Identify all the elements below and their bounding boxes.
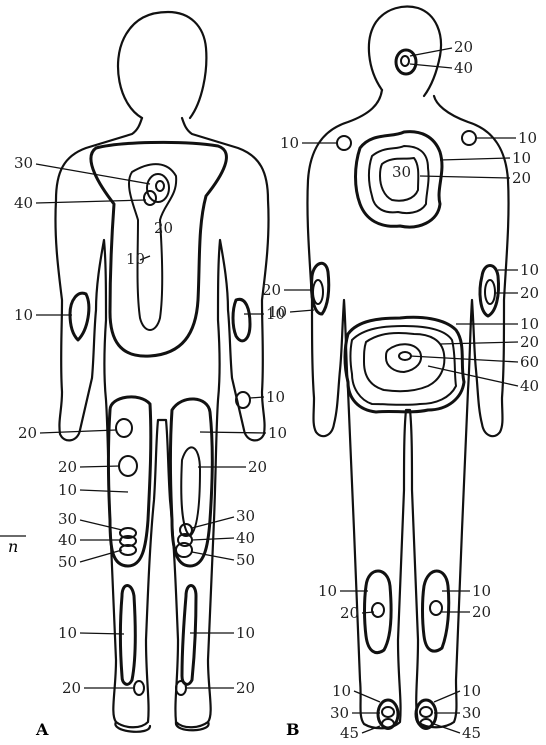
label-b-25: 45 xyxy=(462,724,481,742)
label-b-3: 10 xyxy=(280,134,299,152)
label-a-8: 20 xyxy=(18,424,37,442)
label-a-5: 10 xyxy=(14,306,33,324)
label-a-12: 10 xyxy=(58,481,77,499)
label-b-15: 40 xyxy=(520,377,539,395)
label-a-13: 30 xyxy=(58,510,77,528)
panel-label-a: A xyxy=(35,720,49,739)
label-b-7: 20 xyxy=(512,169,531,187)
label-b-9: 10 xyxy=(268,303,287,321)
label-a-4: 10 xyxy=(126,250,145,268)
label-a-10: 20 xyxy=(58,458,77,476)
label-a-21: 20 xyxy=(62,679,81,697)
label-b-19: 20 xyxy=(472,603,491,621)
label-a-2: 40 xyxy=(14,194,33,212)
label-b-2: 40 xyxy=(454,59,473,77)
label-a-7: 10 xyxy=(266,388,285,406)
label-b-22: 45 xyxy=(340,724,359,742)
label-b-21: 30 xyxy=(330,704,349,722)
label-b-6: 30 xyxy=(392,163,411,181)
label-b-17: 20 xyxy=(340,604,359,622)
label-b-4: 10 xyxy=(518,129,537,147)
label-b-20: 10 xyxy=(332,682,351,700)
label-b-13: 20 xyxy=(520,333,539,351)
panel-label-b: B xyxy=(286,720,300,739)
label-a-11: 20 xyxy=(248,458,267,476)
label-b-18: 10 xyxy=(472,582,491,600)
label-b-24: 30 xyxy=(462,704,481,722)
label-a-16: 30 xyxy=(236,507,255,525)
label-a-20: 10 xyxy=(236,624,255,642)
label-a-18: 50 xyxy=(236,551,255,569)
label-a-9: 10 xyxy=(268,424,287,442)
label-a-19: 10 xyxy=(58,624,77,642)
label-b-10: 10 xyxy=(520,261,539,279)
label-b-1: 20 xyxy=(454,38,473,56)
label-b-16: 10 xyxy=(318,582,337,600)
label-a-14: 40 xyxy=(58,531,77,549)
label-a-15: 50 xyxy=(58,553,77,571)
label-b-23: 10 xyxy=(462,682,481,700)
label-b-11: 20 xyxy=(520,284,539,302)
label-a-3: 20 xyxy=(154,219,173,237)
label-b-14: 60 xyxy=(520,353,539,371)
label-a-1: 30 xyxy=(14,154,33,172)
isodose-contours-back xyxy=(311,50,498,729)
label-b-5: 10 xyxy=(512,149,531,167)
label-b-8: 20 xyxy=(262,281,281,299)
edge-text-fragment: n xyxy=(8,537,18,556)
label-b-12: 10 xyxy=(520,315,539,333)
label-a-17: 40 xyxy=(236,529,255,547)
label-a-22: 20 xyxy=(236,679,255,697)
